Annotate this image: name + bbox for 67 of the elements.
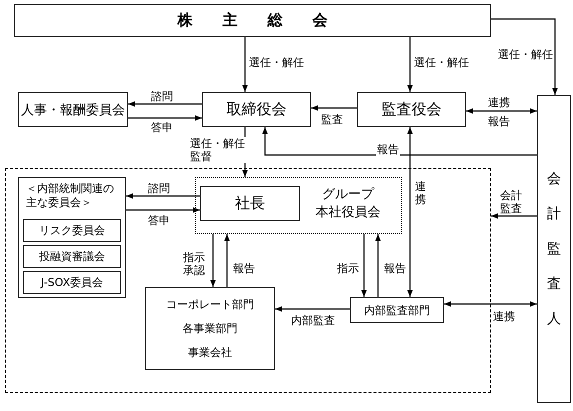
edge-label: 連携 [487,96,511,109]
node-label: ＜内部統制関連の主な委員会＞ [26,182,115,210]
board-box [357,92,466,127]
edge-label: 内部監査 [290,314,336,327]
edge-label: 選任・解任 [413,56,470,69]
node-label: 投融資審議会 [39,249,105,264]
edge-label: 指示承認 [181,251,205,277]
department-box [350,297,444,323]
edge-label: 連携 [414,180,427,206]
edge-label: 報告 [376,143,400,156]
node-label: グループ [321,186,376,204]
node-label: J-SOX委員会 [40,275,104,290]
edge-label: 監査 [320,113,344,126]
node-label: コーポレート部門 [166,297,254,312]
arrow [491,213,537,219]
arrow [407,37,413,92]
arrow [361,234,367,297]
committee-box [23,271,121,294]
committee-box [23,245,121,268]
arrow [311,105,357,111]
edge-label: 答申 [150,121,174,134]
arrow [128,115,202,121]
node-label: 社長 [235,194,265,213]
dotted-group-box [195,177,402,234]
arrow [242,37,248,92]
department-box [145,287,275,370]
committee-box [23,219,121,242]
edge-label: 連携 [492,310,516,323]
arrow [126,207,200,213]
edge-label: 報告 [232,262,256,275]
committee-box [18,92,128,127]
arrow [275,306,350,312]
edge-label: 諮問 [147,182,171,195]
edge-label: 指示 [336,262,360,275]
edge-label: 報告 [383,262,407,275]
node-label: 取締役会 [226,100,286,119]
node-label: 人事・報酬委員会 [21,102,125,118]
arrow [210,234,216,287]
meeting-box [14,4,491,37]
node-label: 各事業部門 [182,321,238,336]
arrow [407,127,413,297]
edge-label: 選任・解任 [248,56,305,69]
arrow [491,18,558,95]
arrow [262,127,537,156]
committee-group-box [18,177,126,298]
node-label: 事業会社 [188,345,232,360]
node-label: 会計監査人 [547,170,561,328]
arrow [375,234,381,297]
node-label: 株主総会 [178,11,358,30]
president-box [200,186,300,221]
edge-label: 選任・解任 [497,48,554,61]
node-label: 本社役員会 [314,204,382,222]
edge-label: 会計監査 [499,189,523,215]
auditor-box [537,95,571,403]
arrow [444,301,537,307]
edge-label: 諮問 [150,90,174,103]
board-box [202,92,311,127]
node-label: 内部監査部門 [364,302,430,318]
edge-label: 答申 [147,214,171,227]
arrow [224,234,230,287]
node-label: 監査役会 [382,100,442,119]
arrow [126,193,200,199]
arrow [128,101,202,107]
node-label: リスク委員会 [39,223,105,238]
arrow [466,108,537,114]
dashed-boundary [5,168,491,393]
text-label: 報告 [487,115,511,128]
